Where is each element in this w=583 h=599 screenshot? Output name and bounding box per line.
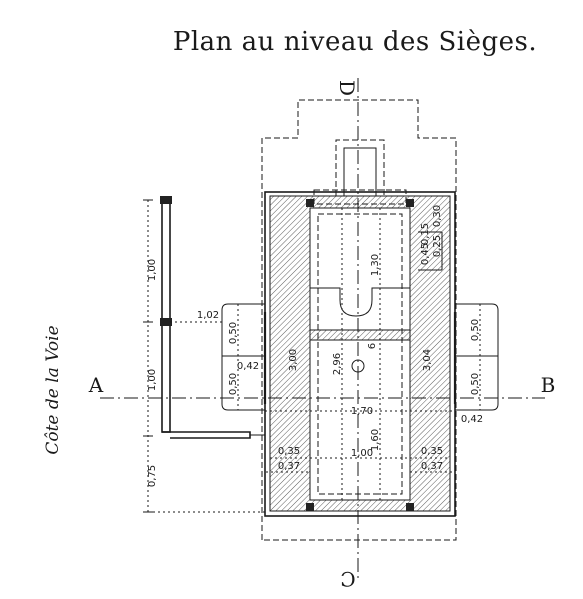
dim-inner-height: 2,96 — [332, 353, 343, 375]
inner-dashed-cavity — [317, 213, 403, 495]
dim-left-small: 0,42 — [237, 361, 259, 372]
dim-inner-width: 1,00 — [351, 448, 373, 459]
dim-top-right-b: 0,25 — [432, 235, 443, 257]
top-wall-hatch — [310, 196, 410, 208]
side-label: Côte de la Voie — [43, 325, 63, 454]
top-seat-dashed — [313, 189, 407, 205]
dim-right-wall-a: 0,35 — [421, 446, 443, 457]
corner-block-tl — [306, 199, 314, 207]
dim-left-wall-b: 0,37 — [278, 461, 300, 472]
dim-left-lower-half: 0,50 — [228, 373, 239, 395]
plan-title: Plan au niveau des Sièges. — [173, 27, 537, 57]
axis-letter-d: D — [335, 80, 359, 96]
axis-letter-b: B — [541, 373, 556, 397]
dim-right-wall-height: 3,04 — [422, 349, 433, 371]
top-projection — [335, 139, 385, 196]
seat-u-shape — [310, 287, 410, 317]
axis-letter-a: A — [88, 373, 104, 397]
corner-block-bl — [306, 503, 314, 511]
dim-right-lower-half: 0,50 — [470, 373, 481, 395]
dim-right-wall-b: 0,37 — [421, 461, 443, 472]
dim-left-mid-height: 1,00 — [147, 369, 158, 391]
dim-six: 6 — [367, 343, 378, 349]
dim-left-offset: 1,02 — [197, 310, 219, 321]
dim-left-wall-height: 3,00 — [288, 349, 299, 371]
left-protrusion — [221, 303, 265, 411]
inner-cavity — [309, 207, 411, 501]
dim-top-right-c: 0,45 — [420, 243, 431, 265]
dim-left-bottom-height: 0,75 — [147, 465, 158, 487]
axis-letter-c: C — [340, 567, 355, 591]
top-projection-inner — [343, 147, 377, 196]
track-wall-cap-mid — [160, 318, 172, 326]
dim-top-right-d: 0,15 — [420, 223, 431, 245]
dim-right-upper-half: 0,50 — [470, 319, 481, 341]
track-wall-return — [162, 431, 251, 439]
middle-wall-hatch — [310, 330, 410, 340]
track-wall-cap-top — [160, 196, 172, 204]
dim-left-wall-a: 0,35 — [278, 446, 300, 457]
main-inner-outline — [269, 195, 451, 512]
corner-block-br — [406, 503, 414, 511]
outer-dashed-outline — [261, 99, 457, 541]
dim-inner-upper: 1,30 — [370, 254, 381, 276]
dim-right-small: 0,42 — [461, 414, 483, 425]
dim-overall-width: 1,70 — [351, 406, 373, 417]
dim-top-right-a: 0,30 — [432, 205, 443, 227]
bottom-wall-hatch — [310, 500, 410, 511]
track-side-wall — [161, 199, 171, 433]
corner-block-tr — [406, 199, 414, 207]
dim-left-upper-half: 0,50 — [228, 322, 239, 344]
right-protrusion — [455, 303, 499, 411]
dim-inner-lower: 1,60 — [370, 429, 381, 451]
dim-left-top-height: 1,00 — [147, 259, 158, 281]
